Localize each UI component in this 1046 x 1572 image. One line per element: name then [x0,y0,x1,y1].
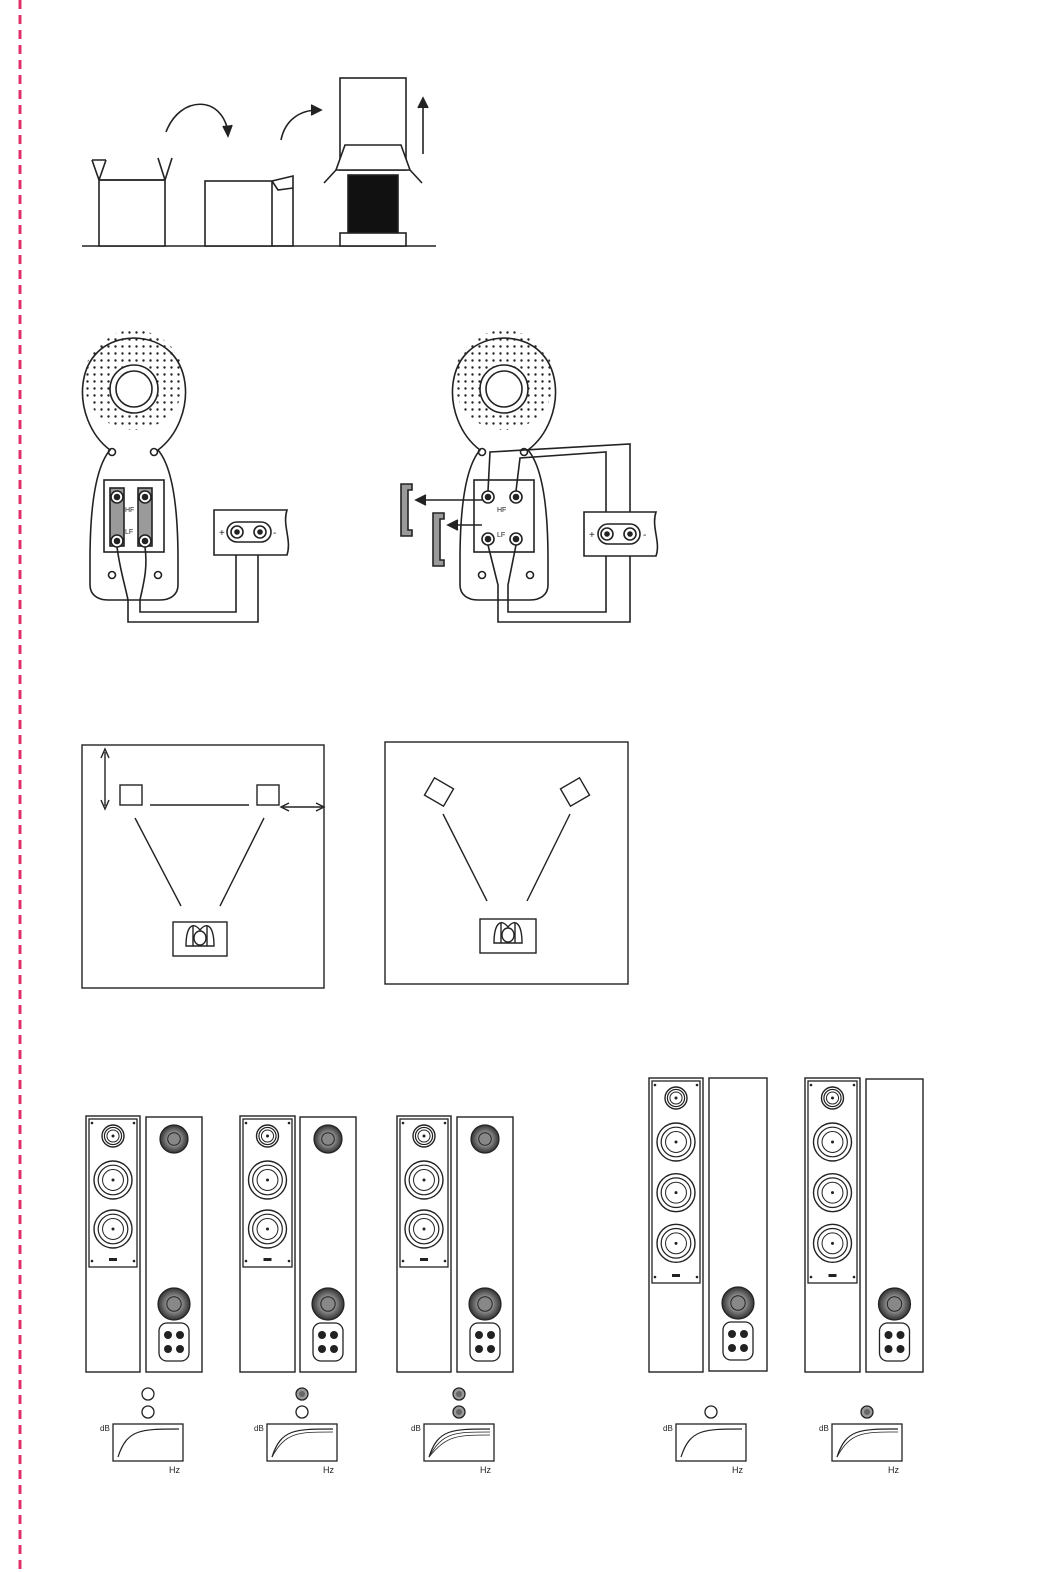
brand-badge [420,1258,428,1261]
open-box [92,158,172,246]
lf-label: LF [497,532,505,539]
db-axis-label: dB [819,1424,829,1433]
single-wire-diagram [82,330,288,622]
plus-label: + [589,530,595,541]
speaker-settings-row: dB Hz dB Hz dB Hz dB Hz dB Hz [86,1078,923,1475]
placement-diagram-parallel [82,745,324,988]
rear-terminal-plate [313,1323,343,1361]
adjust-dial-icon [296,1406,308,1418]
speaker-right-angled [560,778,589,806]
listener-sofa-icon [480,919,536,953]
db-axis-label: dB [663,1424,673,1433]
adjust-dial-icon [705,1406,717,1418]
adjust-dial-icon [142,1406,154,1418]
rear-terminal-plate [159,1323,189,1361]
minus-label: - [643,530,646,541]
rear-terminal-plate [723,1322,753,1360]
speaker-right [257,785,279,805]
rear-terminal-plate [470,1323,500,1361]
speaker-unit: dB Hz [649,1078,767,1475]
hf-label: HF [125,507,134,514]
brand-badge [264,1258,272,1261]
brand-badge [672,1274,680,1277]
removed-bridge-lower [433,513,444,566]
db-axis-label: dB [254,1424,264,1433]
hz-axis-label: Hz [480,1465,491,1475]
removed-bridge-upper [401,484,412,536]
speaker-unit: dB Hz [805,1078,923,1475]
speaker-unit: dB Hz [240,1116,356,1475]
speaker-in-box [348,175,398,233]
speaker-left-angled [424,778,453,806]
plus-label: + [219,528,225,539]
adjust-dial-icon [142,1388,154,1400]
brand-badge [829,1274,837,1277]
box-on-side [205,176,293,246]
rotate-arrow-icon [166,104,228,132]
hz-axis-label: Hz [323,1465,334,1475]
unpacking-diagram [82,78,436,246]
rear-terminal-plate [880,1323,910,1361]
bi-wire-diagram [401,330,657,622]
speaker-unit: dB Hz [86,1116,202,1475]
listener-sofa-icon [173,922,227,956]
speaker-unit: dB Hz [397,1116,513,1475]
hz-axis-label: Hz [732,1465,743,1475]
speaker-left [120,785,142,805]
db-axis-label: dB [411,1424,421,1433]
hz-axis-label: Hz [888,1465,899,1475]
placement-diagram-angled [385,742,628,984]
db-axis-label: dB [100,1424,110,1433]
lf-label: LF [125,529,133,536]
brand-badge [109,1258,117,1261]
lifted-box [324,78,422,246]
hf-label: HF [497,507,506,514]
hz-axis-label: Hz [169,1465,180,1475]
minus-label: - [273,528,276,539]
